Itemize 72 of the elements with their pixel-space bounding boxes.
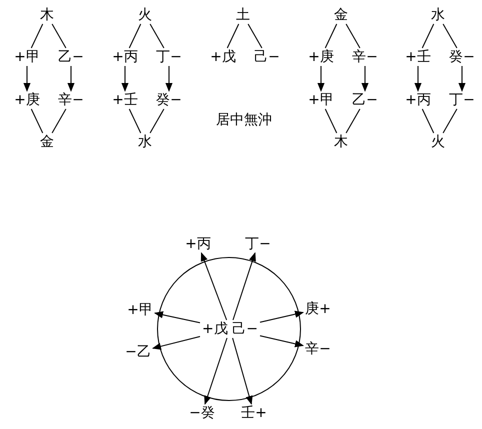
stem-label: 辛− — [352, 49, 378, 65]
stem-label: 火 — [138, 7, 152, 23]
connector-line — [422, 24, 434, 48]
connector-line — [442, 24, 458, 48]
arrow — [200, 252, 228, 320]
arrow — [232, 338, 253, 405]
connector-line — [52, 24, 66, 48]
stem-label: −癸 — [189, 405, 215, 421]
stem-label: +甲 — [127, 302, 153, 318]
stem-label: 丁− — [156, 49, 182, 65]
stem-label: 金 — [40, 134, 54, 150]
stem-label: 土 — [236, 7, 250, 23]
stem-label: 己− — [254, 49, 280, 65]
arrow — [260, 335, 304, 348]
connector-line — [346, 108, 360, 134]
connector-line — [150, 24, 164, 48]
connector-line — [346, 24, 360, 48]
arrow — [23, 66, 31, 92]
arrow — [121, 66, 129, 92]
stem-label: 丁− — [245, 236, 271, 252]
stem-label: −乙 — [125, 344, 151, 360]
arrow — [165, 66, 173, 92]
stem-label: +戊 — [210, 49, 236, 65]
arrow — [260, 310, 304, 323]
stem-label: 乙− — [352, 92, 378, 108]
connector-line — [52, 108, 66, 134]
arrow — [204, 338, 228, 405]
connector-line — [128, 24, 142, 48]
arrow — [152, 336, 200, 350]
stem-label: 辛− — [305, 341, 331, 357]
circle-outline — [157, 257, 301, 401]
connector-line — [248, 24, 262, 48]
stem-label: 木 — [40, 7, 54, 23]
stem-label: 水 — [138, 134, 152, 150]
connector-line — [30, 108, 44, 134]
arrow — [67, 66, 75, 92]
stem-label: 金 — [334, 7, 348, 23]
stem-label: +庚 — [308, 49, 334, 65]
stem-label: 辛− — [58, 92, 84, 108]
stem-label: 庚+ — [305, 301, 331, 317]
stem-label: 水 — [431, 7, 445, 23]
stem-label: +丙 — [405, 92, 431, 108]
stem-label: +壬 — [112, 92, 138, 108]
stem-label: +甲 — [308, 92, 334, 108]
connector-line — [442, 108, 458, 134]
stem-label: +壬 — [405, 49, 431, 65]
stem-label: 丁− — [449, 92, 475, 108]
connector-line — [226, 24, 240, 48]
stem-label: +庚 — [14, 92, 40, 108]
connector-line — [324, 24, 338, 48]
arrow — [414, 66, 422, 92]
arrow — [154, 311, 200, 324]
stem-label: 癸− — [449, 49, 475, 65]
connector-line — [30, 24, 44, 48]
arrow — [317, 66, 325, 92]
arrow — [232, 252, 256, 320]
arrow — [361, 66, 369, 92]
stem-label: +甲 — [14, 49, 40, 65]
note-text: 居中無沖 — [216, 112, 272, 128]
stem-label: 木 — [334, 134, 348, 150]
stem-label: 癸− — [156, 92, 182, 108]
center-label: +戊 己− — [202, 321, 258, 337]
stem-label: +丙 — [112, 49, 138, 65]
stem-label: +丙 — [185, 236, 211, 252]
connector-line — [150, 108, 164, 134]
connector-line — [422, 108, 434, 134]
stem-label: 乙− — [58, 49, 84, 65]
stem-label: 火 — [431, 134, 445, 150]
stem-label: 壬+ — [241, 405, 267, 421]
arrow — [458, 66, 466, 92]
connector-line — [128, 108, 142, 134]
connector-line — [324, 108, 338, 134]
